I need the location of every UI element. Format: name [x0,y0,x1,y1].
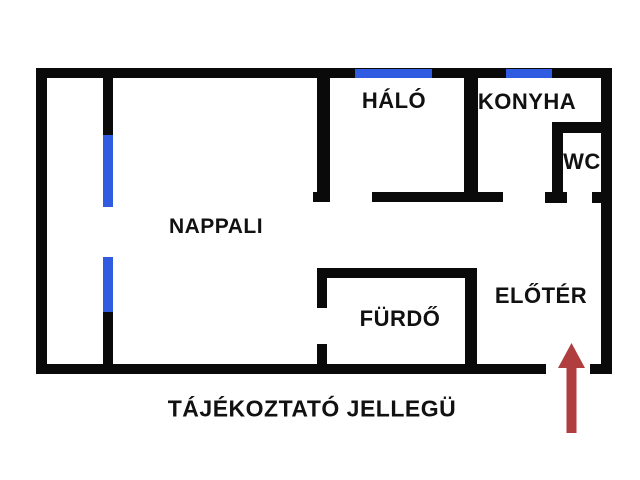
wall-furdo-left-lower [317,344,327,364]
wall-furdo-right [465,268,477,374]
room-label-halo: HÁLÓ [361,88,427,113]
wall-furdo-top [317,268,477,278]
wall-wc-door-jamb [592,192,612,203]
wall-balcony-divider-lower [103,312,113,364]
wall-outer-top [36,68,612,78]
wall-wc-left [552,133,563,192]
wall-halo-konyha-divider [464,78,478,202]
entrance-arrow-icon [558,343,585,433]
wall-furdo-left-upper [317,268,327,308]
room-label-wc: WC [563,149,601,174]
wall-balcony-divider-upper [103,78,113,135]
wall-outer-left [36,68,47,374]
wall-wc-top [552,122,612,133]
room-label-konyha: KONYHA [477,89,577,114]
room-label-eloter: ELŐTÉR [494,283,588,308]
window-bedroom [355,69,432,78]
wall-nappali-halo [317,78,330,192]
window-balcony-upper [103,135,113,207]
disclaimer-text: TÁJÉKOZTATÓ JELLEGÜ [167,395,457,422]
wall-wc-left-foot [545,192,567,203]
wall-outer-bottom [36,364,546,374]
wall-halo-konyha-bottom [372,192,503,202]
wall-nappali-halo-foot [313,192,330,202]
wall-outer-bottom-corner [590,364,612,374]
window-kitchen [506,69,552,78]
wall-outer-right [601,68,612,374]
room-label-furdo: FÜRDŐ [359,306,441,331]
window-balcony-lower [103,257,113,312]
room-label-nappali: NAPPALI [168,215,264,238]
